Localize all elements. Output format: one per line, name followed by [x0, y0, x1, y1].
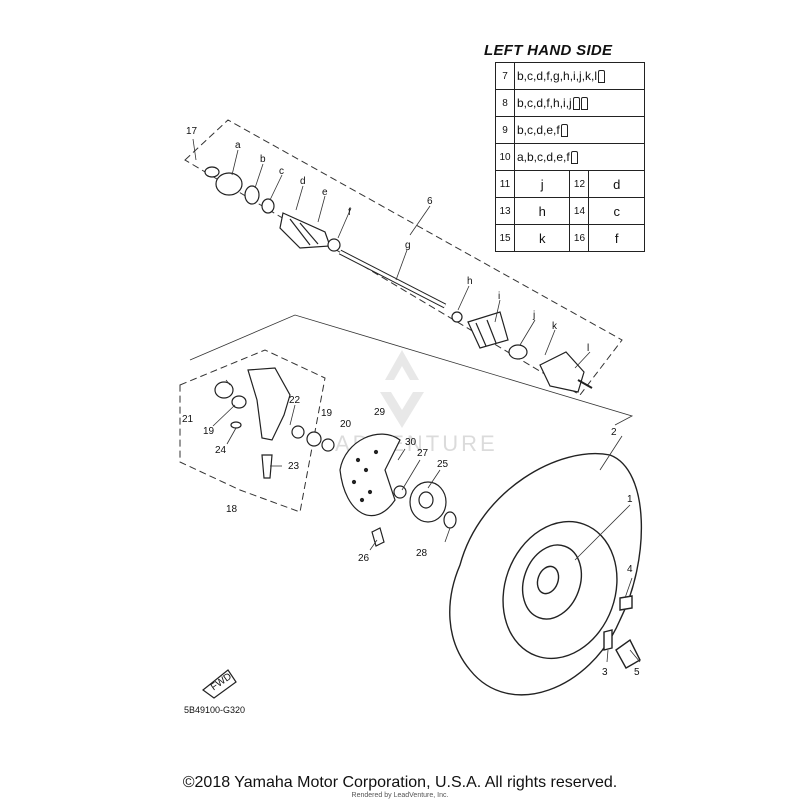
knuckle-parts — [214, 367, 335, 479]
kit-number: 8 — [495, 89, 515, 117]
fwd-arrow: FWD — [202, 669, 237, 699]
bolt-icon — [572, 97, 580, 111]
kit-number: 7 — [495, 62, 515, 90]
callout-3: 3 — [602, 667, 608, 678]
kit-contents-cell: a,b,c,d,e,f — [514, 143, 645, 171]
kit-contents-cell: b,c,d,f,g,h,i,j,k,l — [514, 62, 645, 90]
leader-lines — [192, 138, 641, 663]
bolt-icon — [580, 97, 588, 111]
tire-and-wheel — [449, 453, 643, 696]
bolt-icon — [560, 124, 568, 138]
kit-number: 10 — [495, 143, 515, 171]
diagram-code: 5B49100-G320 — [184, 705, 246, 715]
kit-contents: a,b,c,d,e,f — [517, 149, 570, 164]
rendered-by-notice: Rendered by LeadVenture, Inc. — [351, 792, 449, 799]
callout-22: 22 — [289, 395, 301, 406]
callout-23: 23 — [288, 461, 300, 472]
drive-shaft — [204, 166, 593, 393]
callout-19a: 19 — [203, 426, 215, 437]
callout-20: 20 — [340, 419, 352, 430]
kit-part-letter: j — [513, 170, 571, 198]
table-title: LEFT HAND SIDE — [484, 42, 613, 59]
callout-c: c — [279, 166, 284, 177]
callout-21: 21 — [182, 414, 194, 425]
callout-17: 17 — [186, 126, 198, 137]
kit-number: 12 — [569, 170, 590, 198]
callout-h: h — [467, 276, 473, 287]
callout-k: k — [552, 321, 558, 332]
callout-g: g — [405, 240, 411, 251]
kit-part-letter: k — [513, 224, 571, 252]
callout-30: 30 — [405, 437, 417, 448]
watermark-logo: ADVENTURE — [335, 350, 495, 456]
callout-2: 2 — [611, 427, 617, 438]
callout-1: 1 — [627, 494, 633, 505]
callout-e: e — [322, 187, 328, 198]
callout-l: l — [587, 343, 589, 354]
kit-contents: b,c,d,f,h,i,j — [517, 95, 572, 110]
knuckle-assembly-box — [179, 349, 326, 513]
callout-25: 25 — [437, 459, 449, 470]
hub-frame-lines — [189, 314, 634, 426]
bolt-icon — [570, 151, 578, 165]
kit-number: 16 — [569, 224, 590, 252]
kit-part-letter: f — [588, 224, 645, 252]
kit-part-letter: c — [588, 197, 645, 225]
callout-d: d — [300, 176, 306, 187]
kit-contents-cell: b,c,d,f,h,i,j — [514, 89, 645, 117]
kit-number: 13 — [495, 197, 515, 225]
callout-i: i — [498, 291, 500, 302]
kit-number: 9 — [495, 116, 515, 144]
callout-b: b — [260, 154, 266, 165]
callout-6: 6 — [427, 196, 433, 207]
callout-18: 18 — [226, 504, 238, 515]
bolt-icon — [598, 70, 606, 84]
kit-part-letter: d — [588, 170, 645, 198]
callout-a: a — [235, 140, 241, 151]
kit-contents-cell: b,c,d,e,f — [514, 116, 645, 144]
kit-contents: b,c,d,e,f — [517, 122, 560, 137]
callout-28: 28 — [416, 548, 428, 559]
kit-number: 11 — [495, 170, 515, 198]
callout-5: 5 — [634, 667, 640, 678]
callout-f: f — [348, 207, 351, 218]
callout-j: j — [532, 310, 535, 321]
copyright-notice: ©2018 Yamaha Motor Corporation, U.S.A. A… — [182, 774, 618, 791]
callout-27: 27 — [417, 448, 429, 459]
callout-24: 24 — [215, 445, 227, 456]
shaft-assembly-box — [184, 119, 623, 396]
kit-contents: b,c,d,f,g,h,i,j,k,l — [517, 68, 598, 83]
callout-29: 29 — [374, 407, 386, 418]
callout-26: 26 — [358, 553, 370, 564]
callout-labels: 17 a b c d e f 6 g h i j k l 21 19 24 22… — [182, 126, 640, 678]
callout-19b: 19 — [321, 408, 333, 419]
callout-4: 4 — [627, 564, 633, 575]
kit-number: 14 — [569, 197, 590, 225]
kit-part-letter: h — [513, 197, 571, 225]
kit-number: 15 — [495, 224, 515, 252]
brake-disc — [339, 433, 401, 517]
